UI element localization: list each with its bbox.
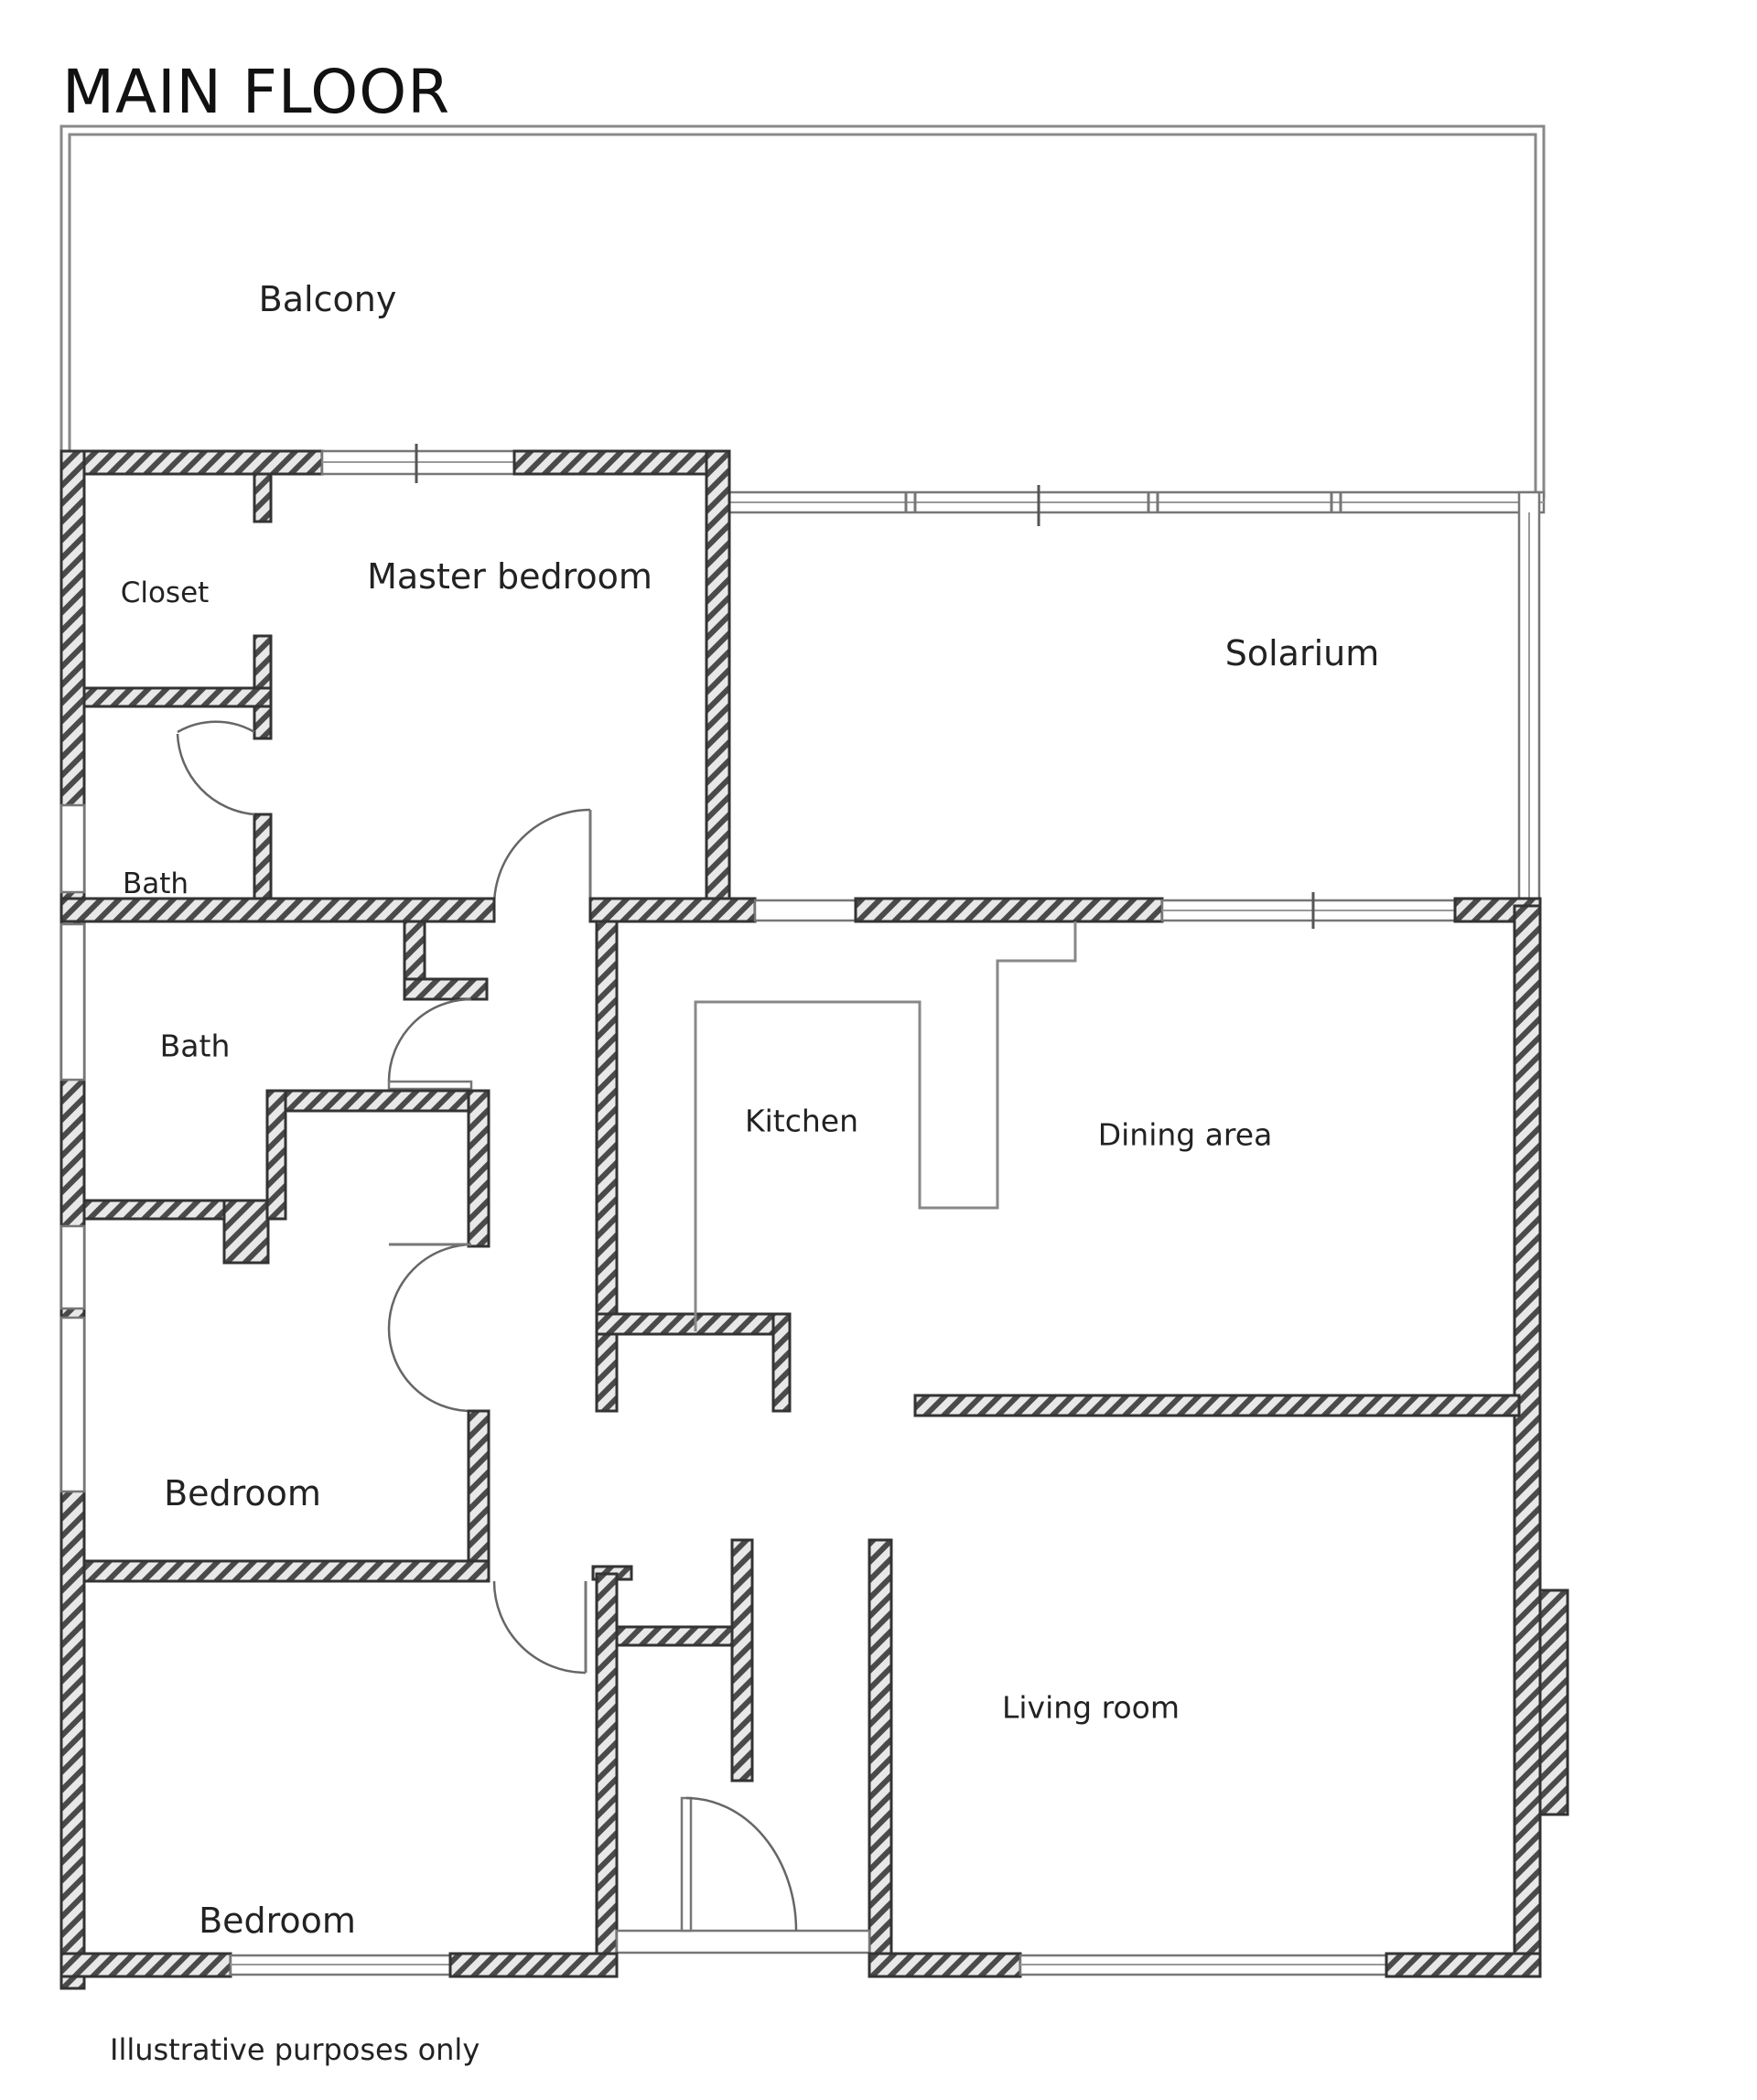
room-label-master-bath: Bath xyxy=(122,867,189,900)
footer-disclaimer: Illustrative purposes only xyxy=(110,2032,480,2067)
page-title: MAIN FLOOR xyxy=(62,57,451,127)
master-bedroom-walls xyxy=(59,444,731,1990)
room-label-balcony: Balcony xyxy=(258,279,397,319)
room-label-bath: Bath xyxy=(159,1028,231,1064)
entrance-door xyxy=(615,1796,871,1955)
room-label-closet: Closet xyxy=(120,576,210,609)
room-label-dining-area: Dining area xyxy=(1097,1116,1273,1153)
east-exterior-wall xyxy=(1513,904,1569,1976)
balcony-railing xyxy=(59,124,1546,499)
room-label-bedroom-1: Bedroom xyxy=(164,1473,321,1513)
west-windows xyxy=(59,803,86,1493)
interior-walls xyxy=(82,920,1521,1978)
room-label-living-room: Living room xyxy=(1002,1689,1180,1726)
room-label-solarium: Solarium xyxy=(1224,633,1380,673)
main-horizontal-wall xyxy=(59,892,1542,929)
south-exterior-wall xyxy=(59,1952,1542,1978)
room-label-kitchen: Kitchen xyxy=(744,1103,859,1139)
room-label-master-bedroom: Master bedroom xyxy=(367,556,652,597)
solarium-window-wall xyxy=(728,485,1546,901)
room-label-bedroom-2: Bedroom xyxy=(199,1901,356,1941)
